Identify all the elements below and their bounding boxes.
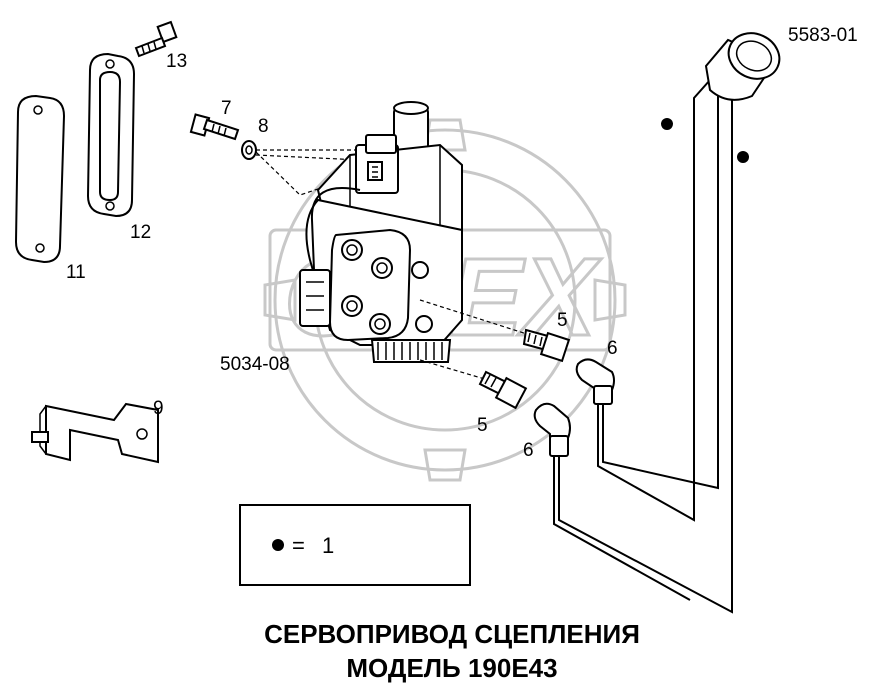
legend-dot-icon — [272, 539, 284, 551]
label-part-6-upper: 6 — [607, 338, 618, 359]
dot-marker — [661, 118, 673, 130]
servo-assembly-5034-08 — [299, 101, 531, 383]
bolt-13 — [134, 20, 178, 58]
bracket-9 — [31, 402, 159, 464]
diagram-title-line1: СЕРВОПРИВОД СЦЕПЛЕНИЯ — [264, 619, 640, 649]
bolt-7 — [189, 113, 240, 141]
fitting-5-lower — [478, 370, 528, 410]
label-part-8: 8 — [258, 116, 269, 137]
dot-marker — [737, 151, 749, 163]
label-part-5-lower: 5 — [477, 415, 488, 436]
leader-lines — [255, 149, 365, 196]
elbow-6-upper — [575, 358, 615, 405]
label-part-13: 13 — [166, 51, 187, 72]
legend-equals: = — [292, 533, 305, 558]
diagram-title-line2: МОДЕЛЬ 190E43 — [346, 653, 557, 683]
label-part-7: 7 — [221, 98, 232, 119]
elbow-6-lower — [533, 402, 571, 457]
label-part-12: 12 — [130, 222, 151, 243]
hoses — [553, 79, 733, 614]
label-part-6-lower: 6 — [523, 440, 534, 461]
label-assembly-5583-01: 5583-01 — [788, 25, 858, 46]
legend-value: 1 — [322, 533, 334, 558]
washer-8 — [241, 140, 257, 160]
label-assembly-5034-08: 5034-08 — [220, 354, 290, 375]
reservoir-5583-01 — [704, 32, 781, 101]
gasket-12 — [86, 52, 136, 218]
gasket-11 — [14, 94, 66, 264]
label-part-5-upper: 5 — [557, 310, 568, 331]
legend-box: = 1 — [239, 504, 471, 586]
label-part-11: 11 — [66, 262, 86, 283]
fitting-5-upper — [522, 328, 571, 363]
label-part-9: 9 — [153, 398, 164, 419]
